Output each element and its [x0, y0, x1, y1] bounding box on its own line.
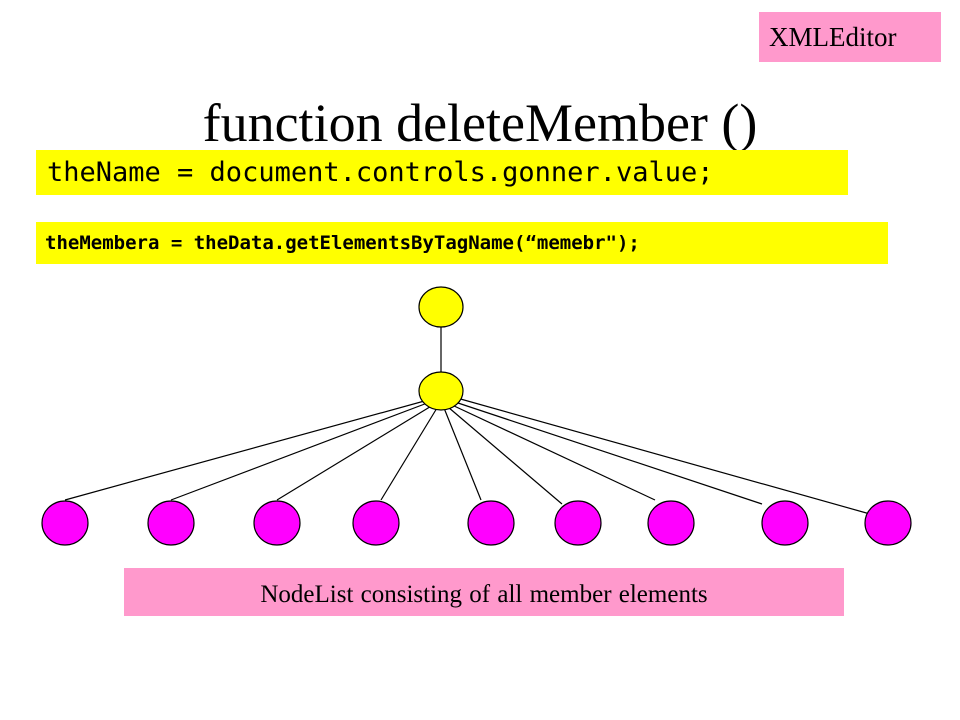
member-node-5 — [467, 500, 515, 546]
member-node-4 — [352, 500, 400, 546]
member-node-2 — [147, 500, 195, 546]
member-node-6 — [554, 500, 602, 546]
slide-title: function deleteMember () — [202, 93, 758, 153]
root-node — [418, 286, 464, 328]
member-node-1 — [41, 500, 89, 546]
edge-parent-to-child-5 — [443, 407, 482, 501]
edge-parent-to-child-8 — [454, 401, 763, 505]
code-line-themembera: theMembera = theData.getElementsByTagNam… — [36, 222, 888, 264]
member-node-9 — [864, 500, 912, 546]
member-node-8 — [761, 500, 809, 546]
tree-edges — [64, 326, 871, 515]
member-node-7 — [647, 500, 695, 546]
member-child-nodes — [41, 500, 912, 546]
edge-parent-to-child-7 — [451, 404, 656, 501]
edge-parent-to-child-4 — [380, 407, 438, 501]
xmleditor-label: XMLEditor — [759, 12, 941, 62]
member-node-3 — [253, 500, 301, 546]
code-line-thename: theName = document.controls.gonner.value… — [36, 150, 848, 195]
edge-parent-to-child-2 — [170, 401, 431, 501]
edge-parent-to-child-1 — [64, 399, 429, 501]
edge-parent-to-child-6 — [447, 406, 563, 505]
edge-parent-to-child-3 — [276, 404, 434, 501]
nodelist-caption: NodeList consisting of all member elemen… — [124, 568, 844, 616]
member-parent-node — [418, 371, 464, 411]
edge-parent-to-child-9 — [456, 397, 871, 515]
